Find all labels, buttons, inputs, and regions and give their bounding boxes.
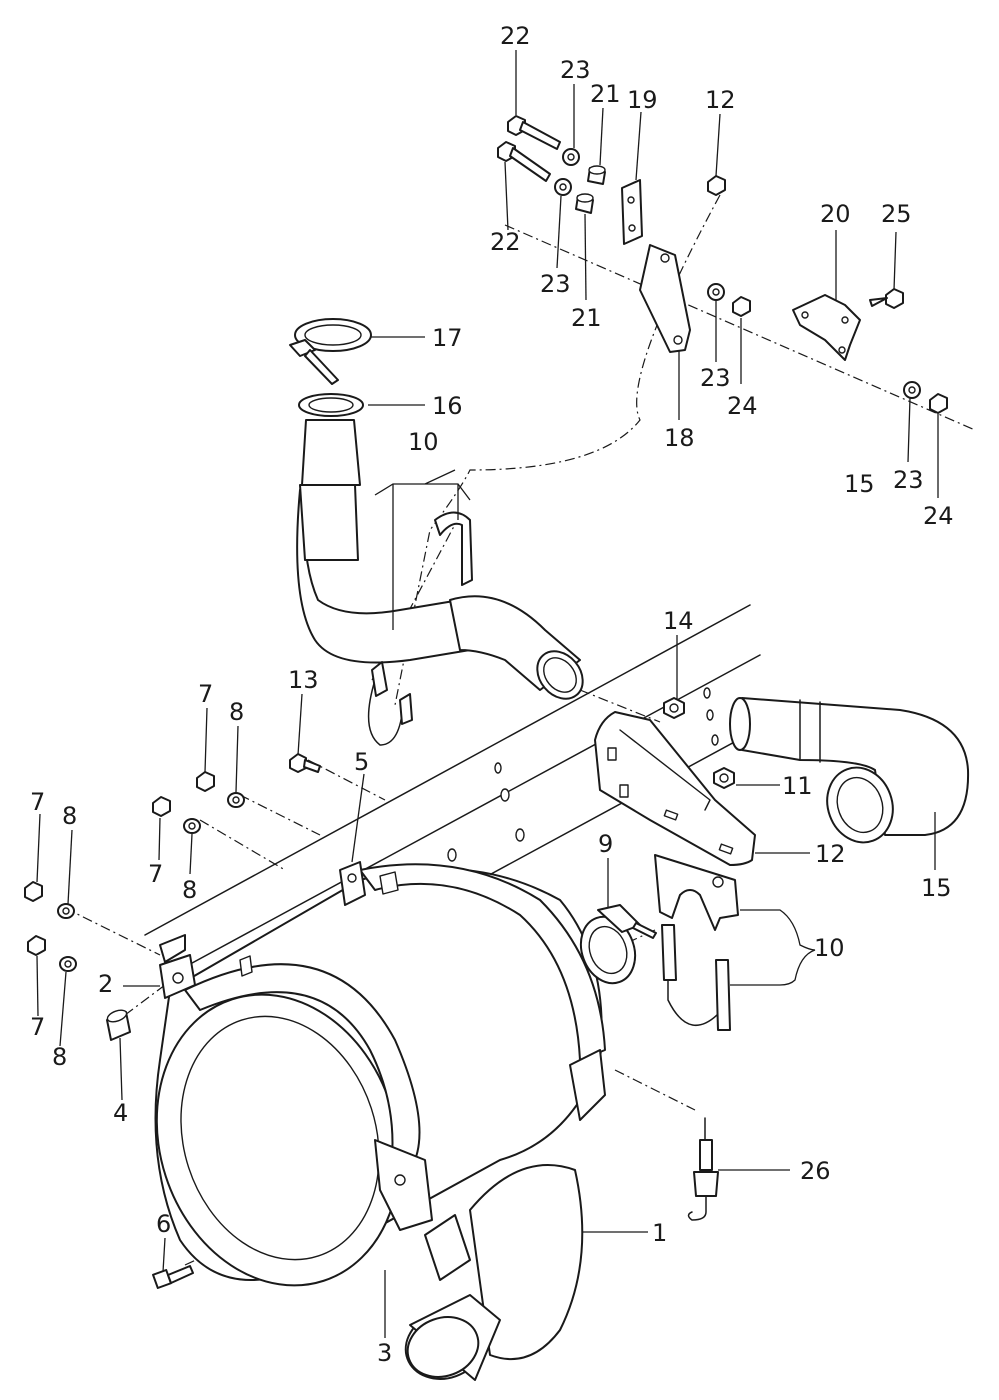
- bracket-18[interactable]: [639, 244, 691, 353]
- label-19: 19: [627, 86, 658, 114]
- nut-washer-set-4[interactable]: [27, 935, 77, 972]
- label-8-b: 8: [62, 802, 77, 830]
- label-12-upper: 12: [705, 86, 736, 114]
- clamp-bolt[interactable]: [152, 1265, 194, 1289]
- label-7-b: 7: [30, 788, 45, 816]
- bushing-21-upper[interactable]: [587, 165, 606, 185]
- label-23-upper: 23: [560, 56, 591, 84]
- frame-rails: [144, 604, 776, 976]
- label-7-a: 7: [198, 680, 213, 708]
- label-8-c: 8: [182, 876, 197, 904]
- label-20: 20: [820, 200, 851, 228]
- label-12-lower: 12: [815, 840, 846, 868]
- nut-24-right[interactable]: [929, 393, 948, 414]
- label-3: 3: [377, 1339, 392, 1367]
- label-14: 14: [663, 607, 694, 635]
- label-6: 6: [156, 1210, 171, 1238]
- muffler-clamp-band-rear[interactable]: [359, 863, 606, 1121]
- hex-nut-14[interactable]: [663, 697, 685, 719]
- nut-washer-set-3[interactable]: [24, 881, 75, 919]
- tailpipe-mount-bracket[interactable]: [594, 711, 756, 866]
- label-8-d: 8: [52, 1043, 67, 1071]
- label-24-mid: 24: [727, 392, 758, 420]
- hex-nut-11[interactable]: [713, 767, 735, 789]
- front-exhaust-pipe[interactable]: [296, 393, 592, 708]
- temperature-sensor[interactable]: [687, 1117, 719, 1221]
- bolt-22-lower[interactable]: [497, 141, 551, 182]
- muffler-clamp-band-front[interactable]: [184, 963, 433, 1231]
- tailpipe-elbow[interactable]: [729, 697, 970, 852]
- washer-23-lower[interactable]: [554, 178, 572, 196]
- plate-19[interactable]: [621, 179, 643, 245]
- label-15-upper: 15: [844, 470, 875, 498]
- label-7-d: 7: [30, 1013, 45, 1041]
- washer-23-upper[interactable]: [562, 148, 580, 166]
- hanger-upper[interactable]: [367, 511, 473, 746]
- label-22-lower: 22: [490, 228, 521, 256]
- part-labels: 22 23 21 19 12 22 23 21 20 25 23 24 18 1…: [30, 22, 954, 1367]
- label-10-upper: 10: [408, 428, 439, 456]
- label-22-upper: 22: [500, 22, 531, 50]
- nut-24-mid[interactable]: [732, 296, 751, 317]
- spacer-sleeve[interactable]: [106, 1008, 131, 1041]
- label-1: 1: [652, 1219, 667, 1247]
- hanger-lower[interactable]: [654, 854, 739, 1031]
- label-26: 26: [800, 1157, 831, 1185]
- nut-washer-set-1[interactable]: [196, 771, 245, 808]
- label-24-right: 24: [923, 502, 954, 530]
- bolt-25[interactable]: [869, 288, 904, 309]
- label-11: 11: [782, 772, 813, 800]
- label-21-lower: 21: [571, 304, 602, 332]
- label-2: 2: [98, 970, 113, 998]
- label-17: 17: [432, 324, 463, 352]
- label-8-a: 8: [229, 698, 244, 726]
- nut-washer-set-2[interactable]: [152, 796, 201, 834]
- label-23-right: 23: [893, 466, 924, 494]
- label-9: 9: [598, 830, 613, 858]
- bushing-21-lower[interactable]: [575, 193, 594, 214]
- small-pipe-clamp[interactable]: [572, 904, 657, 991]
- label-25: 25: [881, 200, 912, 228]
- label-10-lower: 10: [814, 934, 845, 962]
- washer-23-right[interactable]: [903, 381, 921, 399]
- bolt-22-upper[interactable]: [507, 115, 561, 150]
- hex-nut-12-upper[interactable]: [707, 175, 726, 196]
- label-15-lower: 15: [921, 874, 952, 902]
- label-5: 5: [354, 748, 369, 776]
- muffler-mount-bracket[interactable]: [159, 861, 399, 999]
- label-4: 4: [113, 1099, 128, 1127]
- label-7-c: 7: [148, 860, 163, 888]
- label-13: 13: [288, 666, 319, 694]
- bracket-20[interactable]: [792, 294, 861, 361]
- leader-lines: [36, 50, 939, 1338]
- muffler[interactable]: [120, 867, 603, 1390]
- bolt-13[interactable]: [289, 753, 321, 773]
- label-23-mid: 23: [700, 364, 731, 392]
- pipe-clamp-ring[interactable]: [289, 318, 372, 385]
- washer-23-mid[interactable]: [707, 283, 725, 301]
- label-23-lower: 23: [540, 270, 571, 298]
- label-16: 16: [432, 392, 463, 420]
- label-18: 18: [664, 424, 695, 452]
- label-21-upper: 21: [590, 80, 621, 108]
